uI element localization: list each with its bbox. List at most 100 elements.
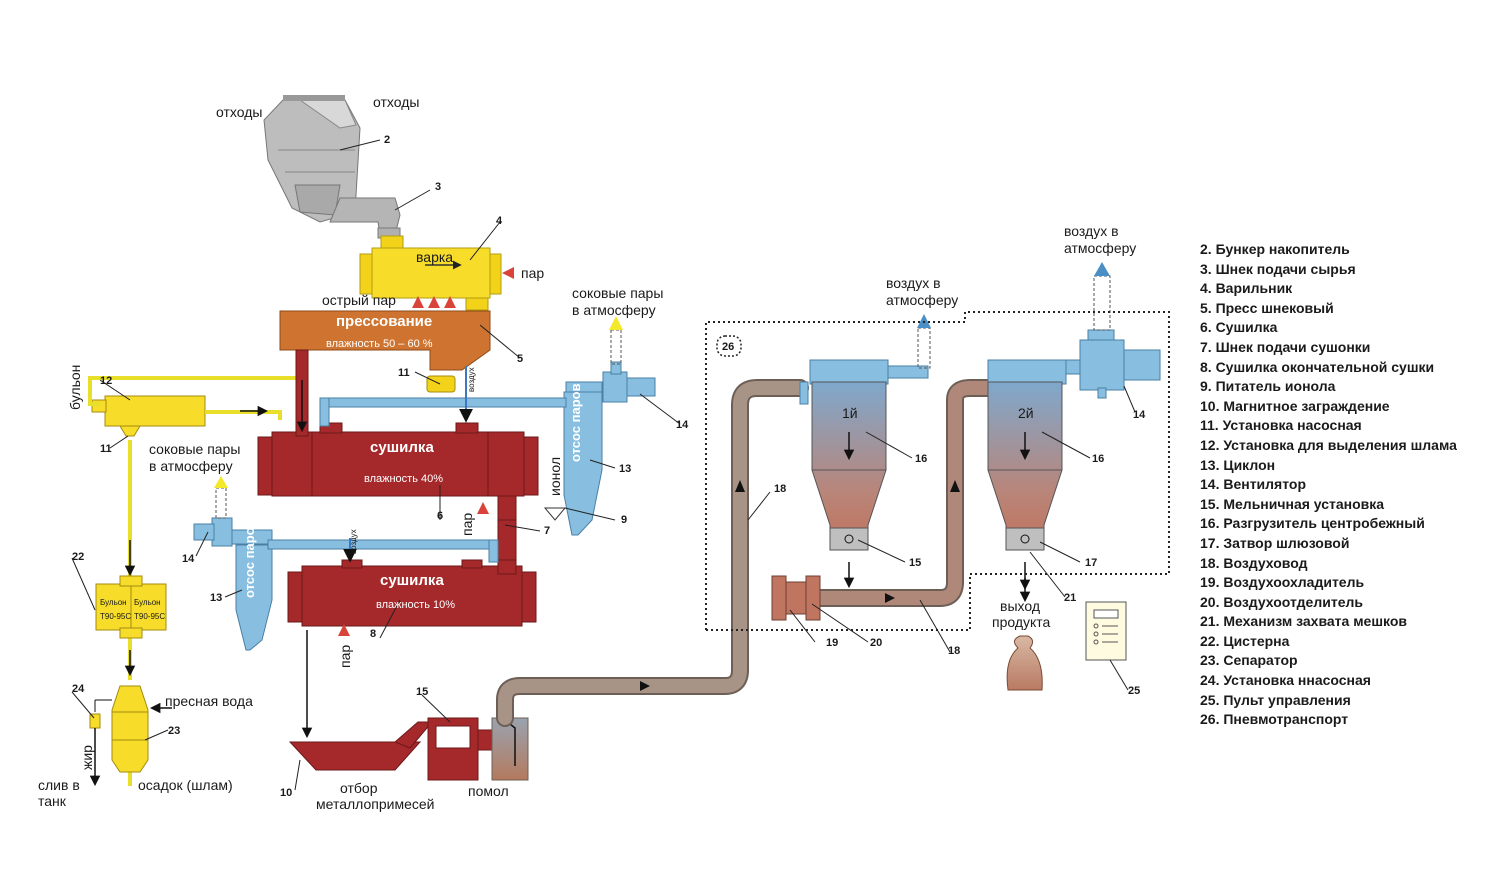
callout-23: 23	[168, 725, 180, 737]
metal-removal-line-2: металлопримесей	[316, 796, 434, 812]
callout-24: 24	[72, 683, 85, 695]
callout-14-lower: 14	[182, 553, 195, 565]
label-stage-1: 1й	[842, 405, 858, 421]
legend-item: 25. Пульт управления	[1200, 691, 1351, 708]
juice-vapors-2-line-2: в атмосферу	[149, 458, 233, 474]
label-steam-vert-2: пар	[337, 645, 353, 668]
legend-item: 12. Установка для выделения шлама	[1200, 436, 1457, 453]
control-panel-25	[1085, 601, 1127, 661]
legend-item: 16. Разгрузитель центробежный	[1200, 515, 1425, 532]
label-air-vert-1: воздух	[467, 367, 476, 392]
tank-22	[95, 575, 167, 639]
product-bag	[1006, 578, 1043, 691]
product-out-line-1: выход	[1000, 598, 1040, 614]
legend-item: 14. Вентилятор	[1200, 476, 1307, 493]
legend-item: 22. Цистерна	[1200, 632, 1290, 649]
juice-vapors-1-line-2: в атмосферу	[572, 302, 656, 318]
label-waste-left: отходы	[216, 104, 262, 120]
callout-20: 20	[870, 637, 882, 649]
legend-item: 5. Пресс шнековый	[1200, 299, 1334, 316]
duct-arrows	[640, 480, 960, 691]
air-to-atm-1-line-1: воздух в	[886, 275, 941, 291]
legend-item: 15. Мельничная установка	[1200, 495, 1385, 512]
callout-14-upper: 14	[676, 419, 689, 431]
label-waste-right: отходы	[373, 94, 419, 110]
label-drain-tank: слив в танк	[38, 777, 84, 809]
air-cooler-19	[771, 575, 821, 621]
centrifugal-unloader-16-second	[987, 359, 1099, 591]
cyclone-13-lower	[193, 517, 499, 651]
label-pressing-moisture: влажность 50 – 60 %	[326, 338, 433, 350]
feed-screw-3	[329, 197, 401, 239]
callout-18-left: 18	[774, 483, 786, 495]
callout-2: 2	[384, 134, 390, 146]
callout-6: 6	[437, 510, 443, 522]
cyclone-13-upper	[563, 361, 656, 536]
callout-5: 5	[517, 353, 523, 365]
label-dryer-2-moisture: влажность 10%	[376, 599, 455, 611]
callout-13-upper: 13	[619, 463, 631, 475]
dryer-6	[257, 422, 539, 497]
air-to-atm-2-line-1: воздух в	[1064, 223, 1119, 239]
drain-tank-line-1: слив в	[38, 777, 80, 793]
label-fat: жир	[79, 745, 95, 770]
label-fresh-water: пресная вода	[165, 693, 253, 709]
cooker-4	[359, 235, 502, 311]
label-grinding: помол	[468, 783, 509, 799]
legend-item: 2. Бункер накопитель	[1200, 241, 1350, 257]
callout-15-cyclone: 15	[909, 557, 921, 569]
product-out-line-2: продукта	[992, 614, 1051, 630]
callout-22: 22	[72, 551, 84, 563]
label-ionol: ионол	[547, 457, 563, 496]
label-tank-b: Бульон Т90-95С	[134, 598, 165, 621]
callout-7: 7	[544, 525, 550, 537]
sludge-unit-12	[91, 395, 206, 437]
label-tank-a: Бульон Т90-95С	[100, 598, 131, 621]
label-vapor-suction-1: отсос паров	[568, 383, 583, 462]
air-to-atm-1-line-2: атмосферу	[886, 292, 958, 308]
callout-26: 26	[722, 341, 734, 353]
legend-item: 8. Сушилка окончательной сушки	[1200, 358, 1435, 375]
label-cooking: варка	[416, 249, 453, 265]
callout-3: 3	[435, 181, 441, 193]
callout-11-lower: 11	[100, 443, 112, 455]
pneumatic-frame-26	[705, 311, 1170, 631]
callout-19: 19	[826, 637, 838, 649]
label-dryer-2: сушилка	[380, 572, 444, 589]
legend-item: 21. Механизм захвата мешков	[1200, 613, 1407, 630]
label-broth: бульон	[67, 365, 83, 410]
legend-item: 17. Затвор шлюзовой	[1200, 534, 1350, 551]
separator-23	[89, 685, 172, 787]
callout-16-first: 16	[915, 453, 927, 465]
callout-4: 4	[496, 215, 503, 227]
label-pressing: прессование	[336, 313, 432, 330]
mill-15	[427, 717, 529, 781]
legend-item: 26. Пневмотранспорт	[1200, 711, 1349, 728]
label-steam-right: пар	[521, 265, 544, 281]
label-live-steam: острый пар	[322, 292, 396, 308]
blue-pipe-upper	[319, 366, 567, 427]
legend-item: 24. Установка ннасосная	[1200, 672, 1371, 689]
legend-item: 20. Воздухоотделитель	[1200, 593, 1363, 610]
label-dryer-1-moisture: влажность 40%	[364, 473, 443, 485]
callout-11-upper: 11	[398, 367, 410, 379]
steam-arrows	[412, 267, 514, 308]
callout-25: 25	[1128, 685, 1140, 697]
juice-vapors-2-line-1: соковые пары	[149, 441, 240, 457]
legend-item: 9. Питатель ионола	[1200, 378, 1336, 395]
callout-12: 12	[100, 375, 112, 387]
label-juice-vapors-2: соковые пары в атмосферу	[149, 441, 244, 474]
label-vapor-suction-2: отсос паров	[242, 519, 257, 598]
callout-9: 9	[621, 514, 627, 526]
callout-18-right: 18	[948, 645, 960, 657]
callout-17: 17	[1085, 557, 1097, 569]
callout-numbers: 2 3 4 5 6 7 8 9 10 11 11 12 13 13 14 14 …	[72, 134, 1146, 799]
tank-b-line-2: Т90-95С	[134, 612, 165, 621]
vapor-arrows	[214, 316, 623, 636]
label-air-to-atm-1: воздух в атмосферу	[886, 275, 958, 308]
callout-16-second: 16	[1092, 453, 1104, 465]
badge-26	[716, 335, 742, 357]
legend-item: 13. Циклон	[1200, 456, 1276, 473]
